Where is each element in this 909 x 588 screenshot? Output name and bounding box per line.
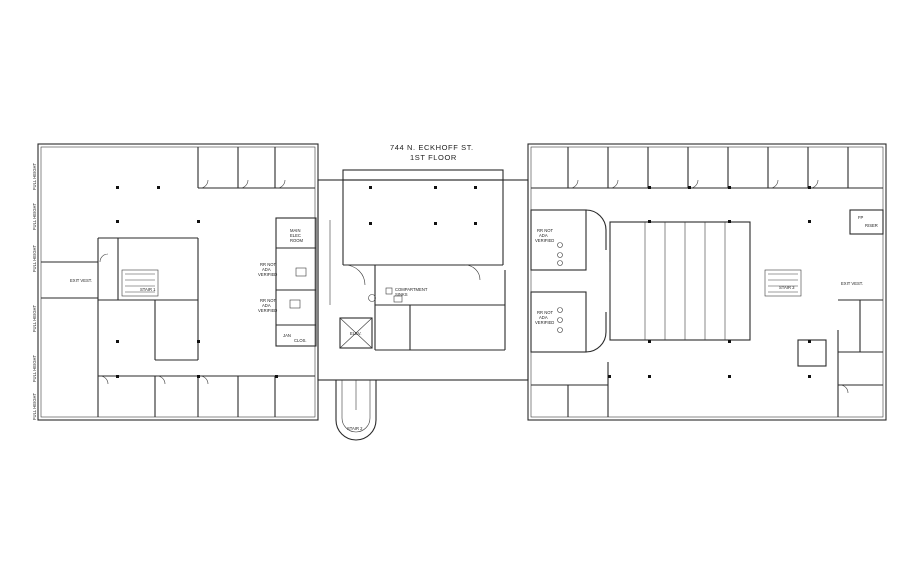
jan-clos-label: CLOS. [294,338,307,343]
exit-vest-label: EXIT VEST. [841,281,863,286]
rr-label: VERIFIED [535,238,554,243]
main-elec-room-label: MAIN [290,228,300,233]
fp-riser-label: FP [858,215,864,220]
right-wing [527,143,887,421]
fp-riser-label: RISER [865,223,878,228]
full-height-label: FULL HEIGHT [32,244,37,272]
rr-label: VERIFIED [535,320,554,325]
room-labels: FULL HEIGHT FULL HEIGHT FULL HEIGHT FULL… [32,162,878,431]
structural-columns [116,186,811,378]
rr-label: ADA [262,267,271,272]
rr-label: RR NOT [537,228,553,233]
elev-label: ELEV. [350,331,362,336]
full-height-label: FULL HEIGHT [32,304,37,332]
full-height-label: FULL HEIGHT [32,354,37,382]
rr-label: ADA [539,233,548,238]
rr-label: VERIFIED [258,272,277,277]
rr-label: RR NOT [537,310,553,315]
compartment-sinks-label: SINKS [395,292,408,297]
full-height-label: FULL HEIGHT [32,202,37,230]
stair-3-label: STAIR 3 [779,285,795,290]
center-section [317,169,529,441]
rr-label: ADA [262,303,271,308]
full-height-label: FULL HEIGHT [32,162,37,190]
rr-label: ADA [539,315,548,320]
main-elec-room-label: ELEC [290,233,301,238]
exit-vest-label: EXIT VEST. [70,278,92,283]
rr-label: VERIFIED [258,308,277,313]
jan-clos-label: JAN [283,333,291,338]
stair-1-label: STAIR 1 [140,287,156,292]
plan-title-line2: 1ST FLOOR [410,153,457,162]
main-elec-room-label: ROOM [290,238,304,243]
full-height-label: FULL HEIGHT [32,392,37,420]
rr-label: RR NOT [260,262,276,267]
stair-2-label: STAIR 2 [347,426,363,431]
plan-title-line1: 744 N. ECKHOFF ST. [390,143,474,152]
compartment-sinks-label: COMPARTMENT [395,287,428,292]
left-wing [37,143,319,421]
rr-label: RR NOT [260,298,276,303]
